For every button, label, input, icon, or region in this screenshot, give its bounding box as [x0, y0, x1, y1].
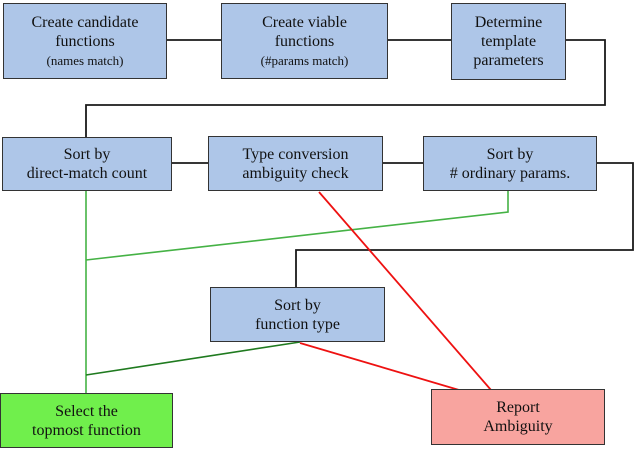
node-label: Create viable: [262, 14, 347, 31]
node-sort-by-ordinary-params: Sort by # ordinary params.: [423, 136, 597, 191]
node-label: Sort by: [486, 145, 534, 163]
node-label: template: [480, 33, 537, 50]
edge-type-conversion-to-report: [318, 191, 492, 391]
node-label: parameters: [473, 52, 544, 69]
node-label: # ordinary params.: [449, 164, 571, 182]
node-label: Determine: [474, 14, 543, 31]
node-label: direct-match count: [26, 165, 148, 182]
node-report-ambiguity: Report Ambiguity: [431, 389, 605, 445]
edge-sort-ordinary-to-sort-function-type: [295, 162, 634, 287]
node-label: Report: [496, 399, 540, 416]
edge-sort-function-type-to-report: [299, 342, 460, 391]
node-select-topmost-function: Select the topmost function: [0, 393, 173, 448]
node-type-conversion-ambiguity-check: Type conversion ambiguity check: [208, 136, 383, 191]
node-determine-template-parameters: Determine template parameters: [451, 3, 566, 80]
node-label: topmost function: [32, 421, 141, 439]
node-sort-by-function-type: Sort by function type: [210, 287, 385, 342]
node-label: Select the: [55, 402, 118, 420]
node-label: functions: [274, 33, 335, 50]
node-label: Type conversion: [242, 145, 349, 163]
node-label: Ambiguity: [483, 418, 553, 435]
node-note: (names match): [46, 53, 124, 68]
node-label: Sort by: [63, 146, 111, 163]
node-sort-by-direct-match-count: Sort by direct-match count: [2, 137, 172, 191]
node-label: ambiguity check: [242, 164, 349, 182]
node-create-viable-functions: Create viable functions (#params match): [221, 3, 388, 79]
node-label: Create candidate: [31, 14, 139, 31]
edge-determine-to-sort-direct: [85, 39, 606, 137]
node-label: Sort by: [274, 296, 321, 314]
node-note: (#params match): [260, 53, 349, 68]
edge-sort-ordinary-to-select: [85, 190, 509, 261]
node-label: function type: [255, 315, 340, 333]
node-create-candidate-functions: Create candidate functions (names match): [3, 3, 167, 79]
edge-sort-function-type-to-select: [85, 341, 301, 376]
node-label: functions: [55, 33, 115, 50]
